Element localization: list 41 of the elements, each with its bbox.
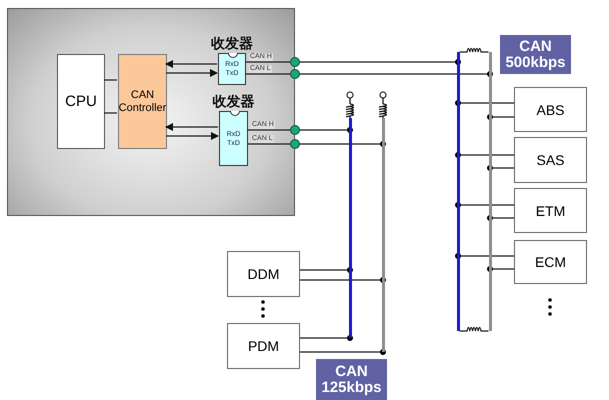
arrow bbox=[165, 60, 217, 68]
speed-tag: CAN 500kbps bbox=[500, 35, 571, 74]
terminator-resistor bbox=[460, 327, 488, 332]
arrow bbox=[165, 123, 218, 131]
bus-line bbox=[456, 52, 460, 331]
connector-line bbox=[492, 167, 514, 169]
bus-line bbox=[382, 118, 384, 352]
module-box: ABS bbox=[514, 87, 587, 132]
connector-line bbox=[300, 269, 348, 271]
connector-line bbox=[460, 255, 514, 257]
connector-line bbox=[300, 351, 382, 353]
connector-line bbox=[492, 217, 514, 219]
cpu-box: CPU bbox=[57, 54, 105, 149]
connector-line bbox=[300, 337, 348, 339]
connector-line bbox=[492, 116, 514, 118]
chip-heading: 收发器 bbox=[212, 93, 254, 109]
connector-line bbox=[460, 204, 514, 206]
connector-line bbox=[245, 61, 456, 63]
connector-line bbox=[492, 268, 514, 270]
connector-line bbox=[460, 154, 514, 156]
connector-line bbox=[460, 102, 514, 104]
terminator-resistor bbox=[460, 48, 488, 53]
board-frame bbox=[7, 8, 295, 216]
arrow bbox=[166, 69, 218, 77]
chip-heading: 收发器 bbox=[211, 35, 253, 51]
module-box: SAS bbox=[514, 137, 587, 183]
arrow bbox=[166, 132, 219, 140]
connector-line bbox=[104, 79, 117, 81]
module-box: DDM bbox=[227, 251, 300, 297]
module-box: ETM bbox=[514, 188, 587, 233]
connector-line bbox=[247, 143, 382, 145]
connector-line bbox=[245, 73, 488, 75]
module-box: PDM bbox=[227, 323, 300, 369]
connector-line bbox=[104, 112, 117, 114]
connector-line bbox=[247, 129, 348, 131]
controller-box: CAN Controller bbox=[118, 54, 167, 149]
bus-line bbox=[348, 118, 352, 338]
connector-line bbox=[300, 279, 382, 281]
speed-tag: CAN 125kbps bbox=[316, 359, 387, 400]
bus-line bbox=[488, 52, 492, 331]
module-box: ECM bbox=[514, 240, 587, 284]
